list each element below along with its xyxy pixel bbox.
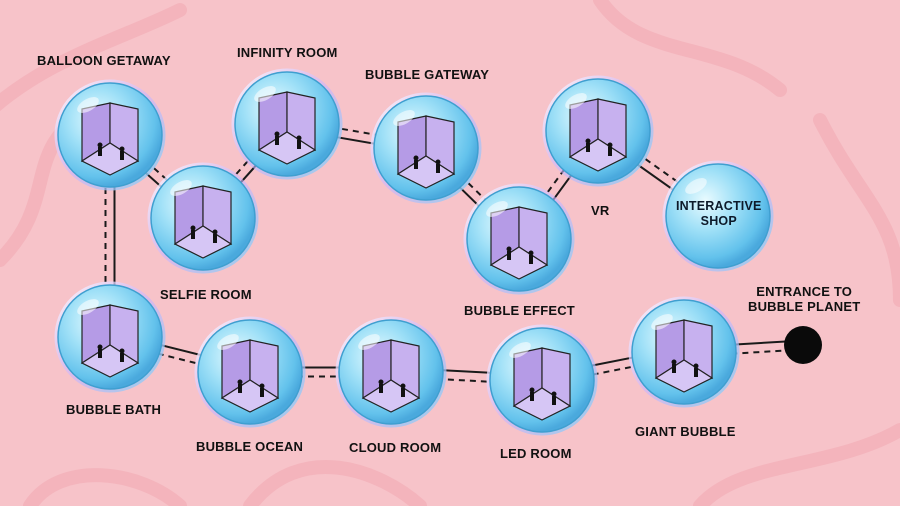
visitor-figure (238, 384, 242, 393)
visitor-figure (120, 147, 125, 152)
background-swirl (250, 467, 420, 506)
visitor-figure (260, 388, 264, 397)
visitor-figure (507, 247, 512, 252)
room-bubble-bubble-ocean[interactable] (196, 318, 304, 426)
room-label-led-room: LED ROOM (500, 446, 572, 461)
room-label-cloud-room: CLOUD ROOM (349, 440, 441, 455)
visitor-figure (507, 251, 511, 260)
background-swirl (600, 0, 780, 90)
visitor-figure (379, 384, 383, 393)
visitor-figure (213, 230, 218, 235)
room-bubble-led-room[interactable] (488, 326, 596, 434)
visitor-figure (530, 388, 535, 393)
room-label-bubble-ocean: BUBBLE OCEAN (196, 439, 303, 454)
room-label-giant-bubble: GIANT BUBBLE (635, 424, 736, 439)
visitor-figure (275, 136, 279, 145)
visitor-figure (98, 349, 102, 358)
visitor-figure (414, 156, 419, 161)
room-bubble-cloud-room[interactable] (337, 318, 445, 426)
room-label-infinity-room: INFINITY ROOM (237, 45, 338, 60)
room-bubble-bubble-effect[interactable] (465, 185, 573, 293)
room-label-bubble-gateway: BUBBLE GATEWAY (365, 67, 489, 82)
room-label-bubble-bath: BUBBLE BATH (66, 402, 161, 417)
background-swirl (820, 120, 900, 300)
visitor-figure (98, 345, 103, 350)
room-label-balloon-getaway: BALLOON GETAWAY (37, 53, 171, 68)
room-label-interactive-shop: INTERACTIVE SHOP (676, 199, 762, 229)
room-bubble-selfie-room[interactable] (149, 164, 257, 272)
visitor-figure (586, 143, 590, 152)
visitor-figure (98, 147, 102, 156)
visitor-figure (98, 143, 103, 148)
background-swirl (30, 475, 180, 506)
room-bubble-bubble-bath[interactable] (56, 283, 164, 391)
room-bubble-balloon-getaway[interactable] (56, 81, 164, 189)
visitor-figure (297, 140, 301, 149)
visitor-figure (694, 368, 698, 377)
visitor-figure (120, 151, 124, 160)
visitor-figure (672, 360, 677, 365)
visitor-figure (275, 132, 280, 137)
visitor-figure (436, 160, 441, 165)
visitor-figure (120, 353, 124, 362)
visitor-figure (260, 384, 265, 389)
visitor-figure (401, 384, 406, 389)
room-label-bubble-effect: BUBBLE EFFECT (464, 303, 575, 318)
background-swirl (700, 430, 900, 506)
visitor-figure (672, 364, 676, 373)
room-bubble-giant-bubble[interactable] (630, 298, 738, 406)
visitor-figure (552, 396, 556, 405)
visitor-figure (529, 251, 534, 256)
visitor-figure (529, 255, 533, 264)
visitor-figure (238, 380, 243, 385)
visitor-figure (414, 160, 418, 169)
visitor-figure (401, 388, 405, 397)
visitor-figure (608, 143, 613, 148)
visitor-figure (120, 349, 125, 354)
entrance-label: ENTRANCE TO BUBBLE PLANET (748, 284, 860, 314)
room-bubbles (56, 70, 822, 434)
room-bubble-infinity-room[interactable] (233, 70, 341, 178)
entrance-dot[interactable] (784, 326, 822, 364)
visitor-figure (297, 136, 302, 141)
visitor-figure (191, 230, 195, 239)
visitor-figure (379, 380, 384, 385)
visitor-figure (213, 234, 217, 243)
visitor-figure (436, 164, 440, 173)
visitor-figure (552, 392, 557, 397)
visitor-figure (586, 139, 591, 144)
room-bubble-bubble-gateway[interactable] (372, 94, 480, 202)
visitor-figure (694, 364, 699, 369)
visitor-figure (530, 392, 534, 401)
visitor-figure (191, 226, 196, 231)
visitor-figure (608, 147, 612, 156)
room-bubble-vr[interactable] (544, 77, 652, 185)
room-label-vr: VR (591, 203, 609, 218)
room-label-selfie-room: SELFIE ROOM (160, 287, 252, 302)
